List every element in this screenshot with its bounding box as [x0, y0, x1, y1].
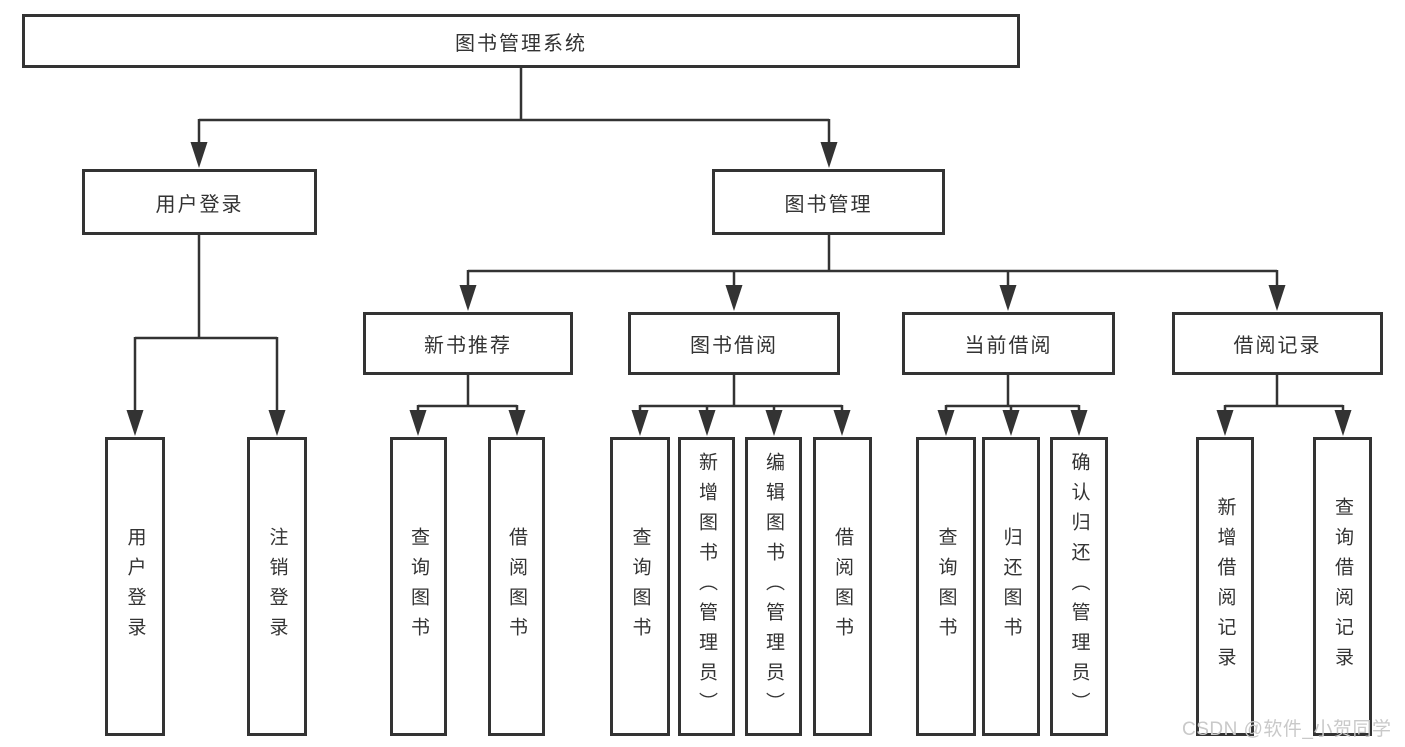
- csdn-watermark: CSDN @软件_小贺同学: [1182, 719, 1392, 740]
- leaf-recommend-query-book-label: 查询图书: [408, 526, 429, 647]
- leaf-return-book-label: 归还图书: [1000, 526, 1022, 647]
- arrowheads: [126, 142, 1352, 436]
- leaf-borrowing-query-book-label: 查询图书: [629, 526, 651, 647]
- node-new-book-recommend: 新书推荐: [363, 312, 573, 375]
- leaf-add-book-admin: 新增图书（管理员）: [678, 437, 735, 736]
- leaf-borrow-book: 借阅图书: [813, 437, 872, 736]
- node-book-management-label: 图书管理: [784, 193, 873, 216]
- leaf-confirm-return-admin: 确认归还（管理员）: [1050, 437, 1108, 736]
- node-new-book-recommend-label: 新书推荐: [424, 335, 512, 357]
- node-book-borrowing: 图书借阅: [628, 312, 840, 375]
- node-root-label: 图书管理系统: [455, 32, 587, 55]
- leaf-user-login-label: 用户登录: [124, 526, 146, 647]
- leaf-add-borrow-record: 新增借阅记录: [1196, 437, 1254, 736]
- leaf-edit-book-admin: 编辑图书（管理员）: [745, 437, 802, 736]
- node-user-login-label: 用户登录: [155, 193, 244, 216]
- node-current-borrowing-label: 当前借阅: [964, 335, 1053, 357]
- leaf-current-query-book-label: 查询图书: [935, 526, 957, 647]
- node-borrowing-records-label: 借阅记录: [1233, 335, 1322, 357]
- leaf-user-login: 用户登录: [105, 437, 165, 736]
- node-book-management: 图书管理: [712, 169, 945, 235]
- leaf-confirm-return-admin-label: 确认归还（管理员）: [1068, 451, 1090, 722]
- leaf-return-book: 归还图书: [982, 437, 1040, 736]
- leaf-current-query-book: 查询图书: [916, 437, 976, 736]
- leaf-add-borrow-record-label: 新增借阅记录: [1214, 496, 1236, 677]
- leaf-recommend-query-book: 查询图书: [390, 437, 447, 736]
- leaf-borrow-book-label: 借阅图书: [832, 526, 853, 647]
- leaf-recommend-borrow-book-label: 借阅图书: [506, 526, 527, 647]
- tree-edges: [133, 68, 1345, 414]
- leaf-add-book-admin-label: 新增图书（管理员）: [696, 451, 717, 722]
- leaf-logout-label: 注销登录: [266, 526, 288, 647]
- leaf-query-borrow-record-label: 查询借阅记录: [1332, 496, 1353, 677]
- leaf-logout: 注销登录: [247, 437, 307, 736]
- node-book-borrowing-label: 图书借阅: [690, 335, 778, 357]
- node-borrowing-records: 借阅记录: [1172, 312, 1383, 375]
- node-root: 图书管理系统: [22, 14, 1020, 68]
- node-user-login: 用户登录: [82, 169, 317, 235]
- leaf-borrowing-query-book: 查询图书: [610, 437, 670, 736]
- leaf-recommend-borrow-book: 借阅图书: [488, 437, 545, 736]
- leaf-query-borrow-record: 查询借阅记录: [1313, 437, 1372, 736]
- leaf-edit-book-admin-label: 编辑图书（管理员）: [763, 451, 784, 722]
- node-current-borrowing: 当前借阅: [902, 312, 1115, 375]
